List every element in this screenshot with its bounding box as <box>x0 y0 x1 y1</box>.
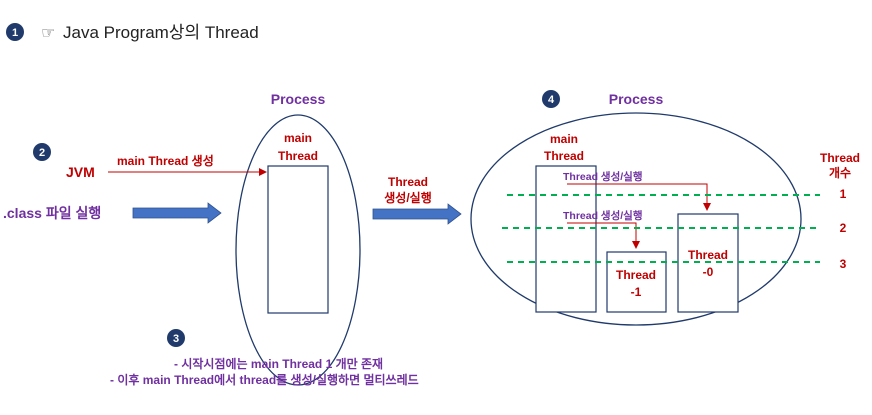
left-main-thread-label-line2: Thread <box>278 149 318 163</box>
class-exec-section: .class 파일 실행 <box>3 202 222 224</box>
create-label-a: Thread 생성/실행 <box>563 170 642 183</box>
badge-1-number: 1 <box>12 27 18 39</box>
badge-1-circle <box>6 23 24 41</box>
thread-count-1: 1 <box>840 187 847 201</box>
pointer-hand-icon: ☞ <box>41 25 55 42</box>
left-process-label: Process <box>271 91 326 107</box>
right-process-label: Process <box>609 91 664 107</box>
jvm-section: 2 JVM main Thread 생성 <box>33 143 267 180</box>
thread-1-label-line1: Thread <box>616 268 656 282</box>
middle-transition: Thread 생성/실행 <box>372 175 462 225</box>
badge-3-number: 3 <box>173 333 179 345</box>
spawn-arrow-thread-0 <box>567 183 711 211</box>
spawn-arrow-thread-1 <box>567 222 640 249</box>
page-title: Java Program상의 Thread <box>63 23 259 42</box>
badge-2-circle <box>33 143 51 161</box>
left-process-ellipse <box>235 114 361 386</box>
thread-1-label-line2: -1 <box>631 285 642 299</box>
right-process-ellipse <box>470 112 802 326</box>
left-main-thread-box <box>267 165 329 314</box>
right-main-thread-label-line1: main <box>550 132 578 146</box>
thread-0-label-line2: -0 <box>703 265 714 279</box>
middle-arrow-label-line1: Thread <box>388 175 428 189</box>
badge-4-number: 4 <box>548 94 555 106</box>
thread-count-2: 2 <box>840 221 847 235</box>
badge-3-circle <box>167 329 185 347</box>
thread-count-header-line2: 개수 <box>829 166 851 180</box>
thread-count-header-line1: Thread <box>820 151 860 165</box>
main-thread-create-label: main Thread 생성 <box>117 153 214 168</box>
note-line-2: - 이후 main Thread에서 thread를 생성/실행하면 멀티쓰레드 <box>110 372 419 387</box>
thread-count-3: 3 <box>840 257 847 271</box>
left-process: Process main Thread <box>235 91 361 386</box>
title: 1 ☞ Java Program상의 Thread <box>6 23 259 42</box>
right-main-thread-label-line2: Thread <box>544 149 584 163</box>
badge-4-circle <box>542 90 560 108</box>
right-main-thread-box <box>535 165 597 313</box>
jvm-label: JVM <box>66 164 95 180</box>
thread-0-label-line1: Thread <box>688 248 728 262</box>
create-label-b: Thread 생성/실행 <box>563 209 642 222</box>
badge-2-number: 2 <box>39 147 45 159</box>
note-line-1: - 시작시점에는 main Thread 1 개만 존재 <box>174 356 383 371</box>
middle-arrow-label-line2: 생성/실행 <box>384 190 432 205</box>
middle-arrow <box>372 203 462 225</box>
notes: 3 - 시작시점에는 main Thread 1 개만 존재 - 이후 main… <box>110 329 419 387</box>
thread-1-box <box>606 251 667 313</box>
class-exec-label: .class 파일 실행 <box>3 205 101 221</box>
right-process: 4 Process main Thread Thread -0 Thread -… <box>470 90 860 326</box>
class-exec-arrow <box>132 202 222 224</box>
left-main-thread-label-line1: main <box>284 131 312 145</box>
